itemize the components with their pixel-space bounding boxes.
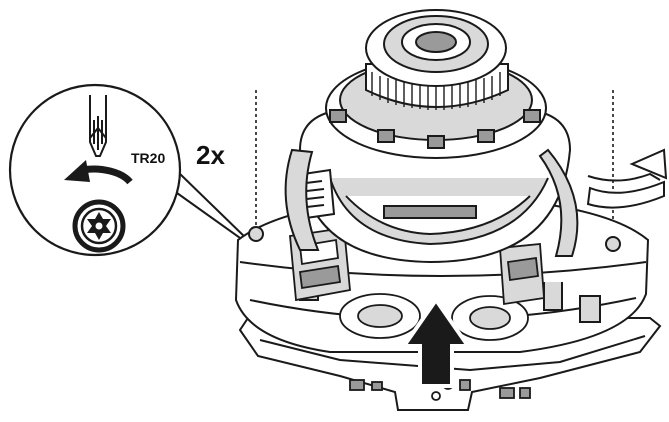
screw-count-label: 2x xyxy=(196,140,225,170)
torx-screwdriver-icon xyxy=(89,95,107,157)
lift-arrow-icon xyxy=(400,296,472,388)
lens-assembly xyxy=(325,9,547,159)
rotate-arrow-icon xyxy=(586,148,668,209)
camera-module xyxy=(284,111,579,264)
base-interior xyxy=(289,226,545,401)
tool-size-label: TR20 xyxy=(131,150,166,166)
torx-screw-icon xyxy=(72,199,126,253)
counterclockwise-arrow-icon xyxy=(64,160,133,185)
